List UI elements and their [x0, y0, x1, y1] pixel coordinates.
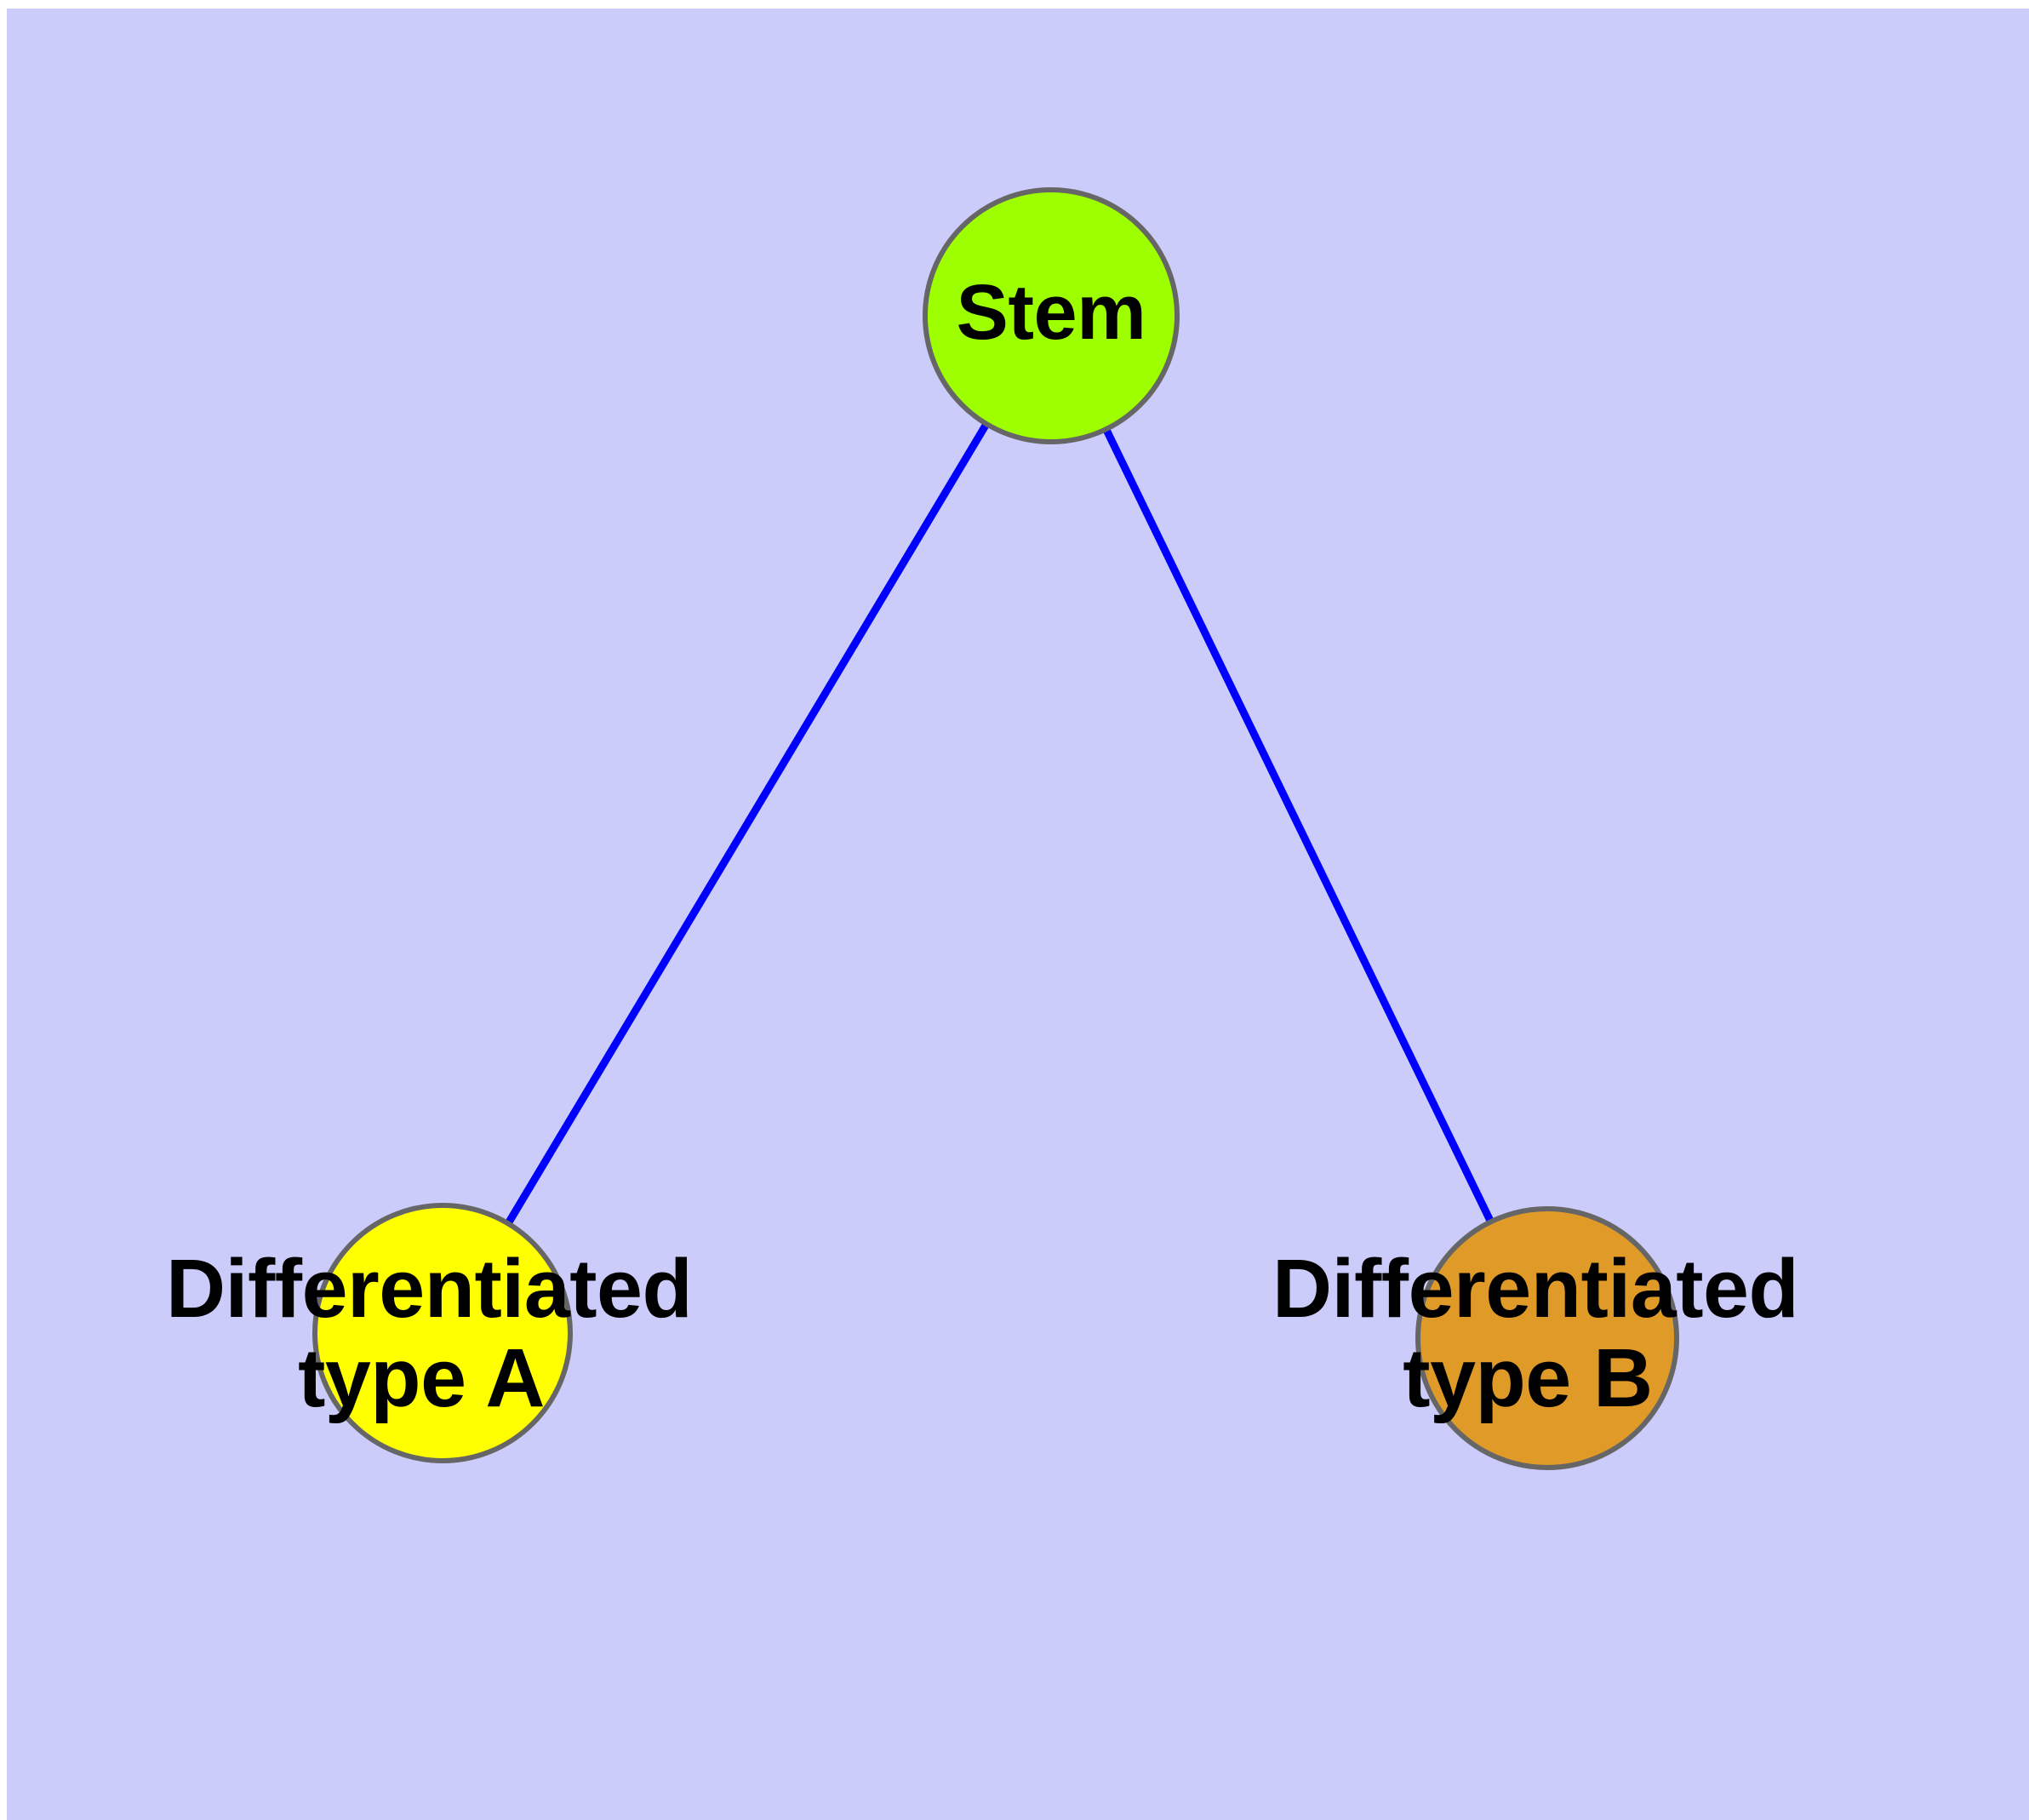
- edge-stem-to-differentiated-type-b[interactable]: [1047, 314, 1552, 1340]
- node-stem-circle[interactable]: [923, 187, 1180, 444]
- node-layer: [312, 187, 1679, 1470]
- node-differentiated-type-b-circle[interactable]: [1415, 1206, 1679, 1470]
- edge-stem-to-differentiated-type-a[interactable]: [439, 313, 1055, 1336]
- node-differentiated-type-a-circle[interactable]: [312, 1203, 573, 1463]
- edge-layer: [439, 313, 1552, 1340]
